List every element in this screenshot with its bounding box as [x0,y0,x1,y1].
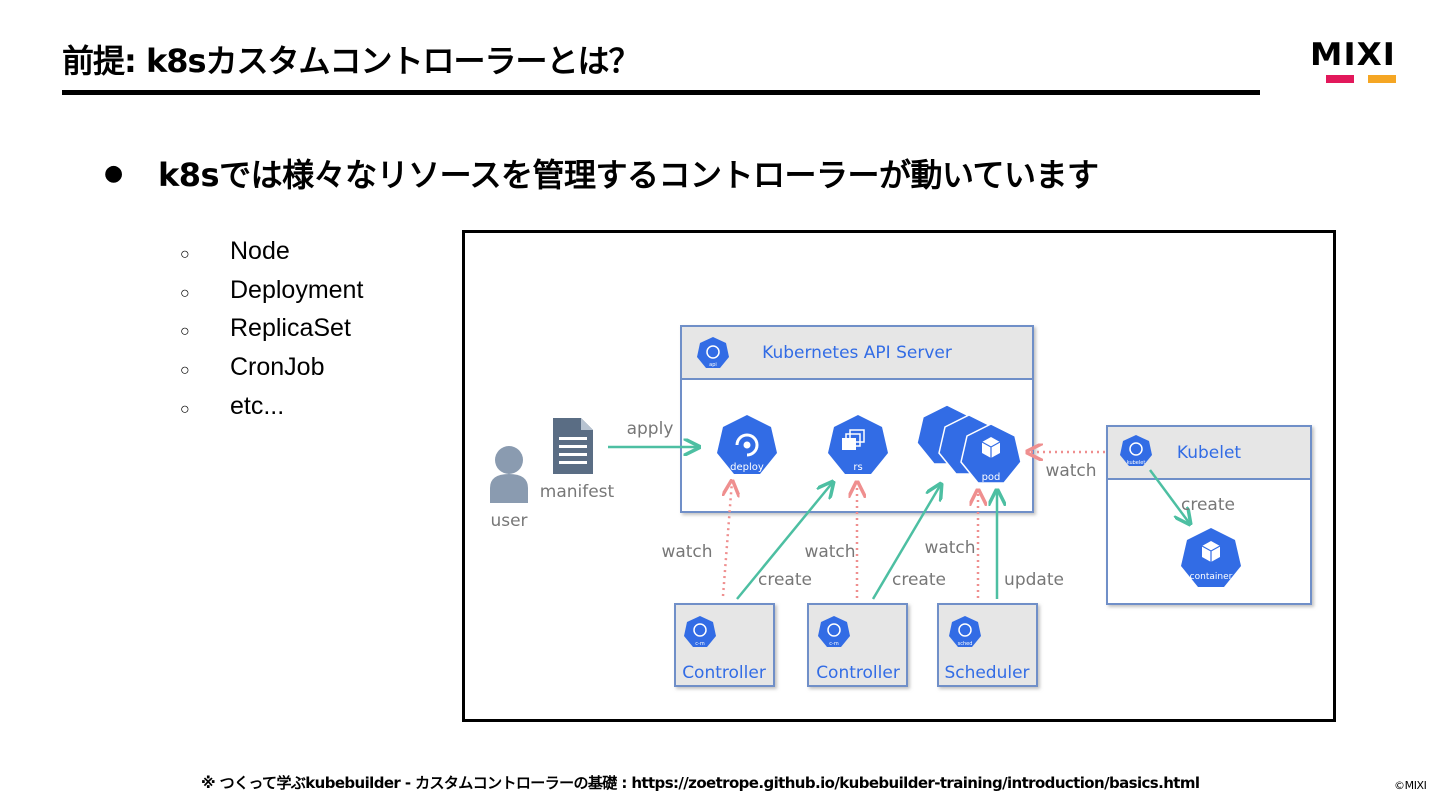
kubelet-create-arrow [1148,469,1190,524]
list-item: ○ CronJob [180,348,363,387]
controller-create-arrow [871,484,941,600]
scheduler-watch-label: watch [924,538,975,558]
main-bullet-text: k8sでは様々なリソースを管理するコントローラーが動いています [158,156,1099,194]
manifest-label: manifest [540,482,615,502]
list-item: ○ Node [180,232,363,271]
controller-title: Controller [816,663,900,683]
diagram-frame [462,230,1336,722]
replicaset-icon-label: rs [853,462,862,473]
manifest-document-icon [553,418,593,474]
pod-stack: pod [916,404,1022,484]
list-item-label: Deployment [230,275,364,304]
title-underline [62,90,1260,95]
scheduler-update-label: update [1004,570,1064,590]
user-icon [490,446,528,503]
list-item-label: CronJob [230,353,325,382]
resource-list: ○ Node ○ Deployment ○ ReplicaSet ○ CronJob ○… [180,232,363,425]
slide-title: 前提: k8sカスタムコントローラーとは？ [62,42,641,80]
mixi-logo: MIXI [1310,40,1402,84]
list-item: ○ etc... [180,387,363,426]
controller-icon-label: c-m [695,641,705,647]
list-item-label: etc... [230,391,285,420]
kubelet-create-label: create [1181,495,1235,515]
api-server-title: Kubernetes API Server [762,343,952,363]
controller-icon: c-m [818,616,850,647]
controller-icon-label: c-m [829,641,839,647]
copyright: ©MIXI [1394,779,1427,792]
bullet-dot: ● [104,160,123,186]
controller-icon: c-m [684,616,716,647]
kubelet-icon: kubelet [1120,435,1152,466]
controller-panel: c-m Controller [674,603,775,687]
logo-orange-bar [1368,75,1396,83]
scheduler-panel: sched Scheduler [937,603,1038,687]
deploy-icon-label: deploy [730,462,764,473]
mixi-logo-text: MIXI [1310,37,1396,73]
container-icon: container [1181,528,1241,587]
kubelet-watch-label: watch [1045,461,1096,481]
controller-watch-label: watch [804,542,855,562]
pod-icon: pod [960,423,1022,484]
list-item: ○ Deployment [180,271,363,310]
kubelet-title: Kubelet [1177,443,1242,463]
controller-create-label: create [758,570,812,590]
sub-bullet-circle: ○ [180,323,190,341]
api-icon-label: api [709,362,717,368]
user-label: user [490,511,527,531]
controller-watch-arrow [721,481,732,597]
controller-watch-label: watch [661,542,712,562]
replicaset-icon: rs [828,415,888,474]
controller-panel: c-m Controller [807,603,908,687]
controller-title: Controller [682,663,766,683]
logo-red-bar [1326,75,1354,83]
sub-bullet-circle: ○ [180,246,190,263]
sub-bullet-circle: ○ [180,362,190,380]
scheduler-icon-label: sched [958,641,973,647]
source-footnote: ※ つくって学ぶkubebuilder - カスタムコントローラーの基礎 : h… [201,774,1200,792]
deploy-icon: deploy [717,415,777,474]
list-item-label: ReplicaSet [230,314,351,343]
pod-icon-label: pod [982,472,1001,483]
container-icon-label: container [1190,572,1233,582]
kubelet-icon-label: kubelet [1127,460,1146,466]
sub-bullet-circle: ○ [180,284,190,302]
list-item: ○ ReplicaSet [180,309,363,348]
controller-create-arrow [736,482,833,600]
scheduler-icon: sched [949,616,981,647]
main-bullet: ● k8sでは様々なリソースを管理するコントローラーが動いています [104,150,1099,196]
scheduler-title: Scheduler [944,663,1029,683]
sub-bullet-circle: ○ [180,400,190,418]
apply-label: apply [627,419,674,439]
list-item-label: Node [230,237,290,265]
controller-create-label: create [892,570,946,590]
api-icon: api [697,337,729,368]
kubelet-panel: kubelet Kubelet create container [1106,425,1312,605]
